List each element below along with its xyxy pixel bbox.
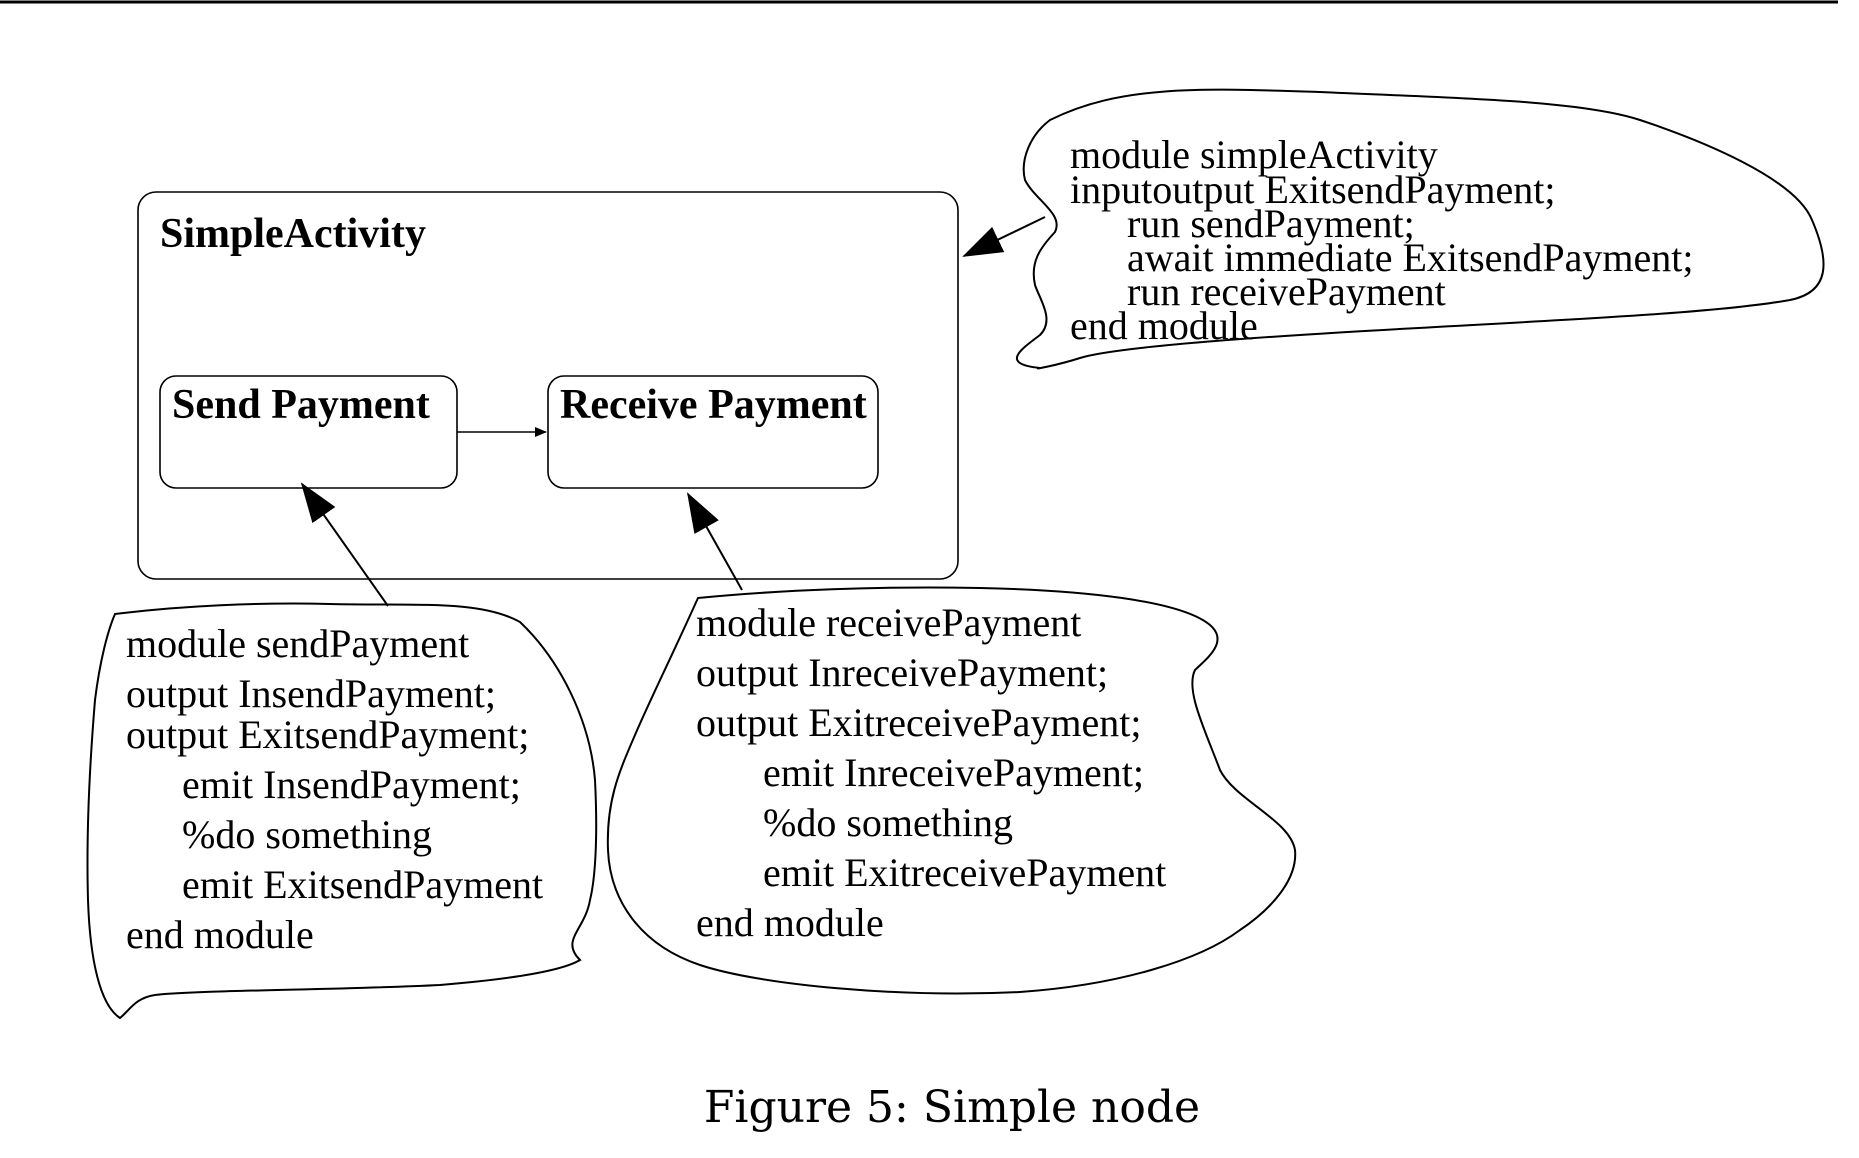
code-line: run sendPayment;	[1127, 201, 1415, 246]
code-line: output InsendPayment;	[126, 671, 496, 716]
code-line: emit ExitsendPayment	[182, 862, 543, 907]
figure-caption: Figure 5: Simple node	[704, 1082, 1200, 1133]
code-line: end module	[1070, 303, 1258, 348]
code-line: %do something	[182, 812, 432, 857]
code-line: await immediate ExitsendPayment;	[1127, 235, 1694, 280]
code-line: run receivePayment	[1127, 269, 1446, 314]
code-line: output ExitreceivePayment;	[696, 700, 1141, 745]
code-line: module sendPayment	[126, 621, 469, 666]
receive-cloud-arrow	[687, 492, 743, 591]
code-line: emit InsendPayment;	[182, 762, 521, 807]
code-line: %do something	[763, 800, 1013, 845]
send-payment-label: Send Payment	[172, 382, 430, 428]
code-line: emit InreceivePayment;	[763, 750, 1144, 795]
code-line: output ExitsendPayment;	[126, 712, 529, 757]
simple-activity-code: module simpleActivity inputoutput Exitse…	[1070, 132, 1694, 348]
simple-activity-cloud	[1015, 88, 1825, 370]
code-line: end module	[126, 912, 314, 957]
send-payment-code: module sendPayment output InsendPayment;…	[126, 621, 543, 957]
receive-payment-cloud	[606, 586, 1297, 995]
receive-payment-label: Receive Payment	[560, 382, 867, 428]
code-line: inputoutput ExitsendPayment;	[1070, 167, 1556, 212]
simple-activity-title: SimpleActivity	[160, 211, 426, 257]
receive-payment-code: module receivePayment output InreceivePa…	[696, 600, 1166, 945]
cloud-to-container-arrow	[962, 216, 1046, 257]
code-line: module receivePayment	[696, 600, 1081, 645]
receive-payment-state	[547, 375, 879, 489]
simple-activity-container	[137, 191, 959, 580]
code-line: module simpleActivity	[1070, 132, 1438, 177]
send-payment-cloud	[86, 602, 598, 1020]
code-line: emit ExitreceivePayment	[763, 850, 1166, 895]
send-cloud-arrow	[300, 482, 389, 607]
code-line: end module	[696, 900, 884, 945]
code-line: output InreceivePayment;	[696, 650, 1108, 695]
